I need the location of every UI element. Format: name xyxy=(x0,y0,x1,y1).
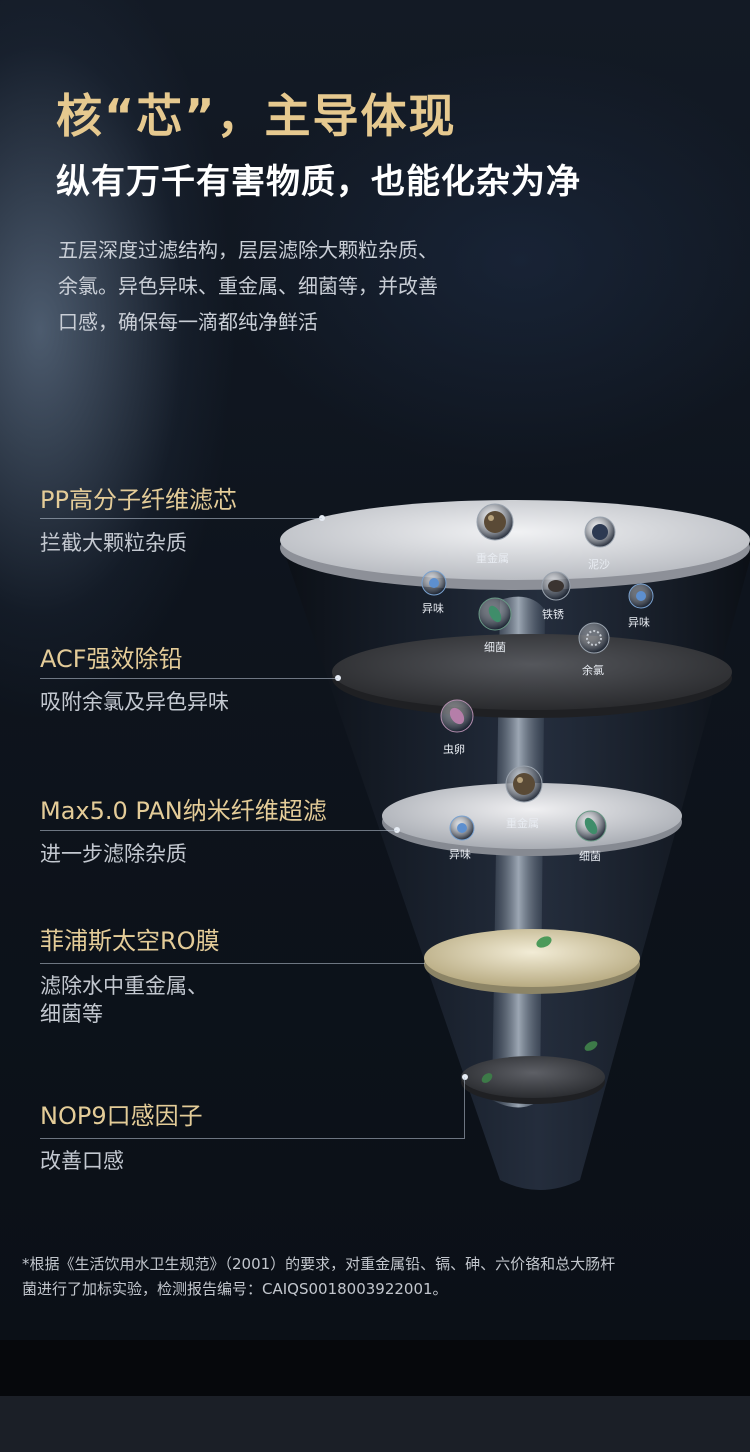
leaf-icon xyxy=(536,936,552,948)
description-line: 口感，确保每一滴都纯净鲜活 xyxy=(58,310,318,334)
description-line: 余氯。异色异味、重金属、细菌等，并改善 xyxy=(58,274,438,298)
leaf-icon xyxy=(584,1041,598,1051)
rust-icon xyxy=(541,571,571,601)
footnote-line: *根据《生活饮用水卫生规范》（2001）的要求，对重金属铅、镉、砷、六价铬和总大… xyxy=(22,1255,616,1273)
layer-ro: 菲浦斯太空RO膜 滤除水中重金属、 细菌等 xyxy=(40,926,220,1028)
contaminant-label: 异味 xyxy=(422,602,444,615)
leader-line-vertical xyxy=(464,1077,465,1138)
filter-cone-illustration xyxy=(280,500,750,1190)
layer-desc: 拦截大颗粒杂质 xyxy=(40,529,237,557)
subheadline: 纵有万千有害物质，也能化杂为净 xyxy=(56,162,581,202)
contaminant-label: 重金属 xyxy=(506,817,539,830)
layer-name: 菲浦斯太空RO膜 xyxy=(40,927,220,955)
description-line: 五层深度过滤结构，层层滤除大颗粒杂质、 xyxy=(58,238,438,262)
leader-line xyxy=(40,830,397,831)
bottom-band-dark xyxy=(0,1340,750,1396)
contaminant-label: 铁锈 xyxy=(542,608,564,621)
odor-icon xyxy=(628,583,654,609)
worm-egg-icon xyxy=(440,699,474,733)
bacteria-icon xyxy=(575,810,607,842)
disc-acf xyxy=(332,634,732,710)
leaf-icon xyxy=(481,1073,493,1083)
layer-name: ACF强效除铅 xyxy=(40,645,183,673)
odor-icon xyxy=(449,815,475,841)
contaminant-label: 余氯 xyxy=(582,664,604,677)
bottom-band-grey xyxy=(0,1396,750,1452)
layer-pp: PP高分子纤维滤芯 拦截大颗粒杂质 xyxy=(40,485,237,557)
layer-desc-line: 滤除水中重金属、 xyxy=(40,974,208,998)
layer-desc-line: 改善口感 xyxy=(40,1149,124,1173)
leader-dot xyxy=(319,515,325,521)
description: 五层深度过滤结构，层层滤除大颗粒杂质、 余氯。异色异味、重金属、细菌等，并改善 … xyxy=(58,232,538,340)
layer-nop9: NOP9口感因子 改善口感 xyxy=(40,1101,203,1175)
contaminant-label: 异味 xyxy=(628,616,650,629)
leader-line xyxy=(40,1138,465,1139)
layer-desc: 滤除水中重金属、 细菌等 xyxy=(40,972,220,1028)
heavy-metal-icon xyxy=(505,765,543,803)
headline: 核“芯”，主导体现 xyxy=(56,89,457,143)
layer-name: NOP9口感因子 xyxy=(40,1102,203,1130)
contaminant-label: 泥沙 xyxy=(588,558,610,571)
contaminant-label: 虫卵 xyxy=(443,743,465,756)
leader-dot xyxy=(394,827,400,833)
layer-acf: ACF强效除铅 吸附余氯及异色异味 xyxy=(40,644,229,716)
layer-desc-line: 拦截大颗粒杂质 xyxy=(40,531,187,555)
disc-ro xyxy=(424,929,640,987)
layer-desc: 改善口感 xyxy=(40,1147,203,1175)
layer-desc: 进一步滤除杂质 xyxy=(40,840,327,868)
contaminant-label: 细菌 xyxy=(484,641,506,654)
leader-line xyxy=(40,963,425,964)
disc-pp xyxy=(280,500,750,580)
odor-icon xyxy=(421,570,447,596)
leader-dot xyxy=(462,1074,468,1080)
disc-nop9 xyxy=(461,1056,605,1098)
layer-desc-line: 细菌等 xyxy=(40,1002,103,1026)
layer-desc-line: 吸附余氯及异色异味 xyxy=(40,690,229,714)
sediment-icon xyxy=(584,516,616,548)
leader-dot xyxy=(335,675,341,681)
footnote-line: 菌进行了加标实验，检测报告编号：CAIQS0018003922001。 xyxy=(22,1280,448,1298)
chlorine-icon xyxy=(578,622,610,654)
leader-line xyxy=(40,518,322,519)
layer-desc: 吸附余氯及异色异味 xyxy=(40,688,229,716)
contaminant-label: 异味 xyxy=(449,848,471,861)
layer-name: Max5.0 PAN纳米纤维超滤 xyxy=(40,797,327,825)
bacteria-icon xyxy=(478,597,512,631)
layer-pan: Max5.0 PAN纳米纤维超滤 进一步滤除杂质 xyxy=(40,796,327,868)
leader-line xyxy=(40,678,338,679)
layer-desc-line: 进一步滤除杂质 xyxy=(40,842,187,866)
contaminant-label: 重金属 xyxy=(476,552,509,565)
layer-name: PP高分子纤维滤芯 xyxy=(40,486,237,514)
contaminant-label: 细菌 xyxy=(579,850,601,863)
heavy-metal-icon xyxy=(476,503,514,541)
footnote: *根据《生活饮用水卫生规范》（2001）的要求，对重金属铅、镉、砷、六价铬和总大… xyxy=(22,1252,732,1302)
